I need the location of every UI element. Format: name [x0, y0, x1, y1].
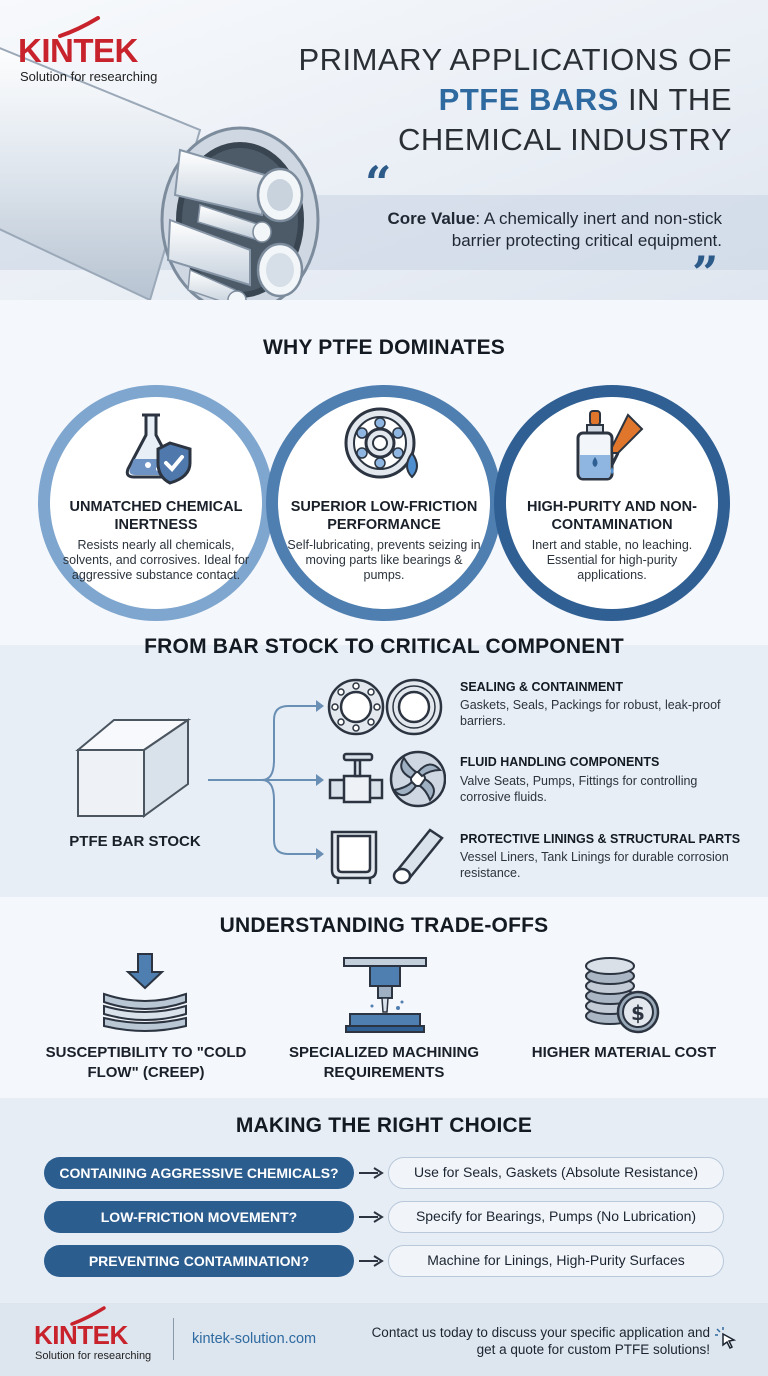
logo-swoosh-icon [58, 16, 100, 38]
why-card-inertness: UNMATCHED CHEMICAL INERTNESS Resists nea… [38, 385, 274, 621]
title-line-2-rest: IN THE [618, 82, 732, 117]
dropper-bottle-icon [576, 410, 644, 481]
flask-shield-icon [125, 413, 192, 485]
quote-close-icon: ” [692, 246, 719, 300]
tradeoff-label: SPECIALIZED MACHINING REQUIREMENTS [288, 1044, 479, 1081]
cursor-click-icon [715, 1327, 737, 1350]
component-desc: Gaskets, Seals, Packings for robust, lea… [460, 698, 721, 728]
choice-answer: Machine for Linings, High-Purity Surface… [388, 1245, 724, 1277]
logo-wordmark: KINTEK [18, 32, 138, 69]
logo-swoosh-icon [70, 1306, 106, 1326]
gasket-icon [327, 678, 443, 736]
components-heading: FROM BAR STOCK TO CRITICAL COMPONENT [144, 635, 624, 658]
why-desc: Self-lubricating, prevents seizing in mo… [287, 538, 481, 582]
logo-tagline: Solution for researching [35, 1350, 152, 1362]
why-card-purity: HIGH-PURITY AND NON-CONTAMINATION Inert … [494, 385, 730, 621]
why-title: HIGH-PURITY AND NON-CONTAMINATION [527, 499, 697, 533]
component-desc: Valve Seats, Pumps, Fittings for control… [460, 774, 698, 804]
why-heading: WHY PTFE DOMINATES [263, 336, 505, 359]
footer-logo[interactable]: KINTEK Solution for researching [34, 1304, 184, 1370]
core-value-body: : A chemically inert and non-stick barri… [451, 209, 722, 250]
page-title: PRIMARY APPLICATIONS OF PTFE BARS IN THE… [262, 40, 732, 160]
component-title: PROTECTIVE LININGS & STRUCTURAL PARTS [460, 832, 741, 846]
choice-question: LOW-FRICTION MOVEMENT? [44, 1201, 354, 1233]
compression-icon [103, 953, 187, 1032]
core-value-label: Core Value [387, 209, 476, 228]
footer [0, 1303, 768, 1376]
choice-answer: Use for Seals, Gaskets (Absolute Resista… [388, 1157, 724, 1189]
arrow-right-icon [359, 1211, 384, 1223]
coins-icon: $ [585, 957, 660, 1034]
footer-divider [173, 1318, 174, 1360]
title-highlight: PTFE BARS [438, 82, 619, 117]
arrow-right-icon [359, 1255, 384, 1267]
why-desc: Inert and stable, no leaching. Essential… [531, 538, 693, 582]
card-face [506, 397, 718, 609]
milling-icon [343, 957, 427, 1033]
choice-heading: MAKING THE RIGHT CHOICE [235, 1114, 533, 1137]
bearing-icon [344, 407, 418, 479]
core-value-text: Core Value: A chemically inert and non-s… [352, 208, 723, 252]
logo-tagline: Solution for researching [20, 69, 158, 84]
quote-open-icon: “ [365, 156, 392, 210]
component-title: FLUID HANDLING COMPONENTS [460, 755, 660, 769]
title-line-3: CHEMICAL INDUSTRY [397, 122, 732, 157]
choice-question: PREVENTING CONTAMINATION? [44, 1245, 354, 1277]
logo-wordmark: KINTEK [34, 1320, 128, 1350]
title-line-2: PTFE BARS IN THE [262, 80, 732, 120]
bar-stock-label: PTFE BAR STOCK [69, 833, 201, 850]
branch-arrows [208, 700, 324, 860]
footer-website-link[interactable]: kintek-solution.com [192, 1331, 317, 1347]
ptfe-tube-illustration [0, 47, 320, 300]
component-title: SEALING & CONTAINMENT [460, 680, 623, 694]
tradeoffs-heading: UNDERSTANDING TRADE-OFFS [219, 914, 549, 937]
svg-text:$: $ [631, 1001, 645, 1025]
tradeoff-label: SUSCEPTIBILITY TO "COLD FLOW" (CREEP) [45, 1044, 247, 1081]
vessel-pipe-icon [330, 828, 444, 885]
why-title: UNMATCHED CHEMICAL INERTNESS [69, 499, 243, 533]
why-card-friction: SUPERIOR LOW-FRICTION PERFORMANCE Self-l… [266, 385, 502, 621]
tradeoff-label: HIGHER MATERIAL COST [531, 1044, 717, 1061]
footer-cta-text: Contact us today to discuss your specifi… [371, 1325, 710, 1357]
title-line-1: PRIMARY APPLICATIONS OF [298, 42, 732, 77]
arrow-right-icon [359, 1167, 384, 1179]
choice-question: CONTAINING AGGRESSIVE CHEMICALS? [44, 1157, 354, 1189]
why-desc: Resists nearly all chemicals, solvents, … [62, 538, 250, 582]
why-title: SUPERIOR LOW-FRICTION PERFORMANCE [290, 499, 478, 533]
bar-stock-icon [75, 718, 192, 818]
choice-answer: Specify for Bearings, Pumps (No Lubricat… [388, 1201, 724, 1233]
valve-impeller-icon [328, 750, 446, 808]
header-section: KINTEK Solution for researching PRIMARY … [0, 0, 768, 300]
component-desc: Vessel Liners, Tank Linings for durable … [460, 850, 729, 880]
